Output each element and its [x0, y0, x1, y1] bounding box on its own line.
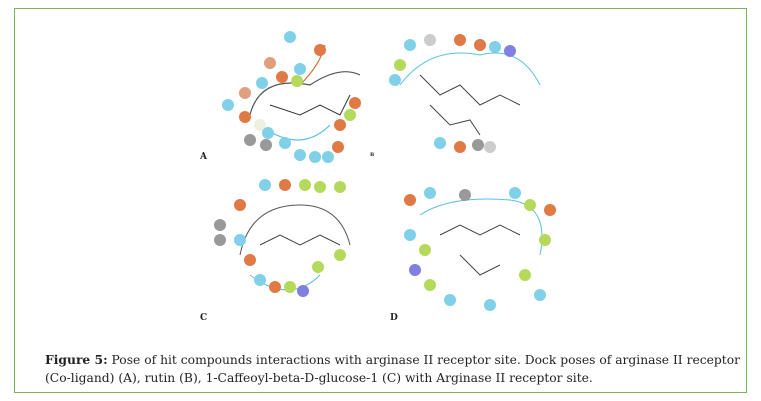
- interaction-diagram-c: [214, 179, 351, 297]
- panel-a: A: [200, 25, 370, 165]
- interaction-diagram-b: [389, 34, 541, 153]
- figure-frame: [14, 8, 747, 393]
- interaction-diagram-a: [222, 31, 361, 163]
- caption-label: Figure 5:: [45, 352, 108, 367]
- panel-b: B: [370, 25, 560, 165]
- panel-d: D: [390, 175, 570, 325]
- figure-caption: Figure 5: Pose of hit compounds interact…: [45, 351, 745, 387]
- panel-label-b: B: [370, 152, 375, 158]
- panel-label-c: C: [200, 313, 208, 323]
- panel-label-a: A: [200, 152, 207, 162]
- caption-text: Pose of hit compounds interactions with …: [45, 353, 740, 385]
- interaction-diagram-d: [404, 187, 556, 311]
- panel-c: C: [200, 175, 370, 325]
- panel-label-d: D: [390, 313, 398, 323]
